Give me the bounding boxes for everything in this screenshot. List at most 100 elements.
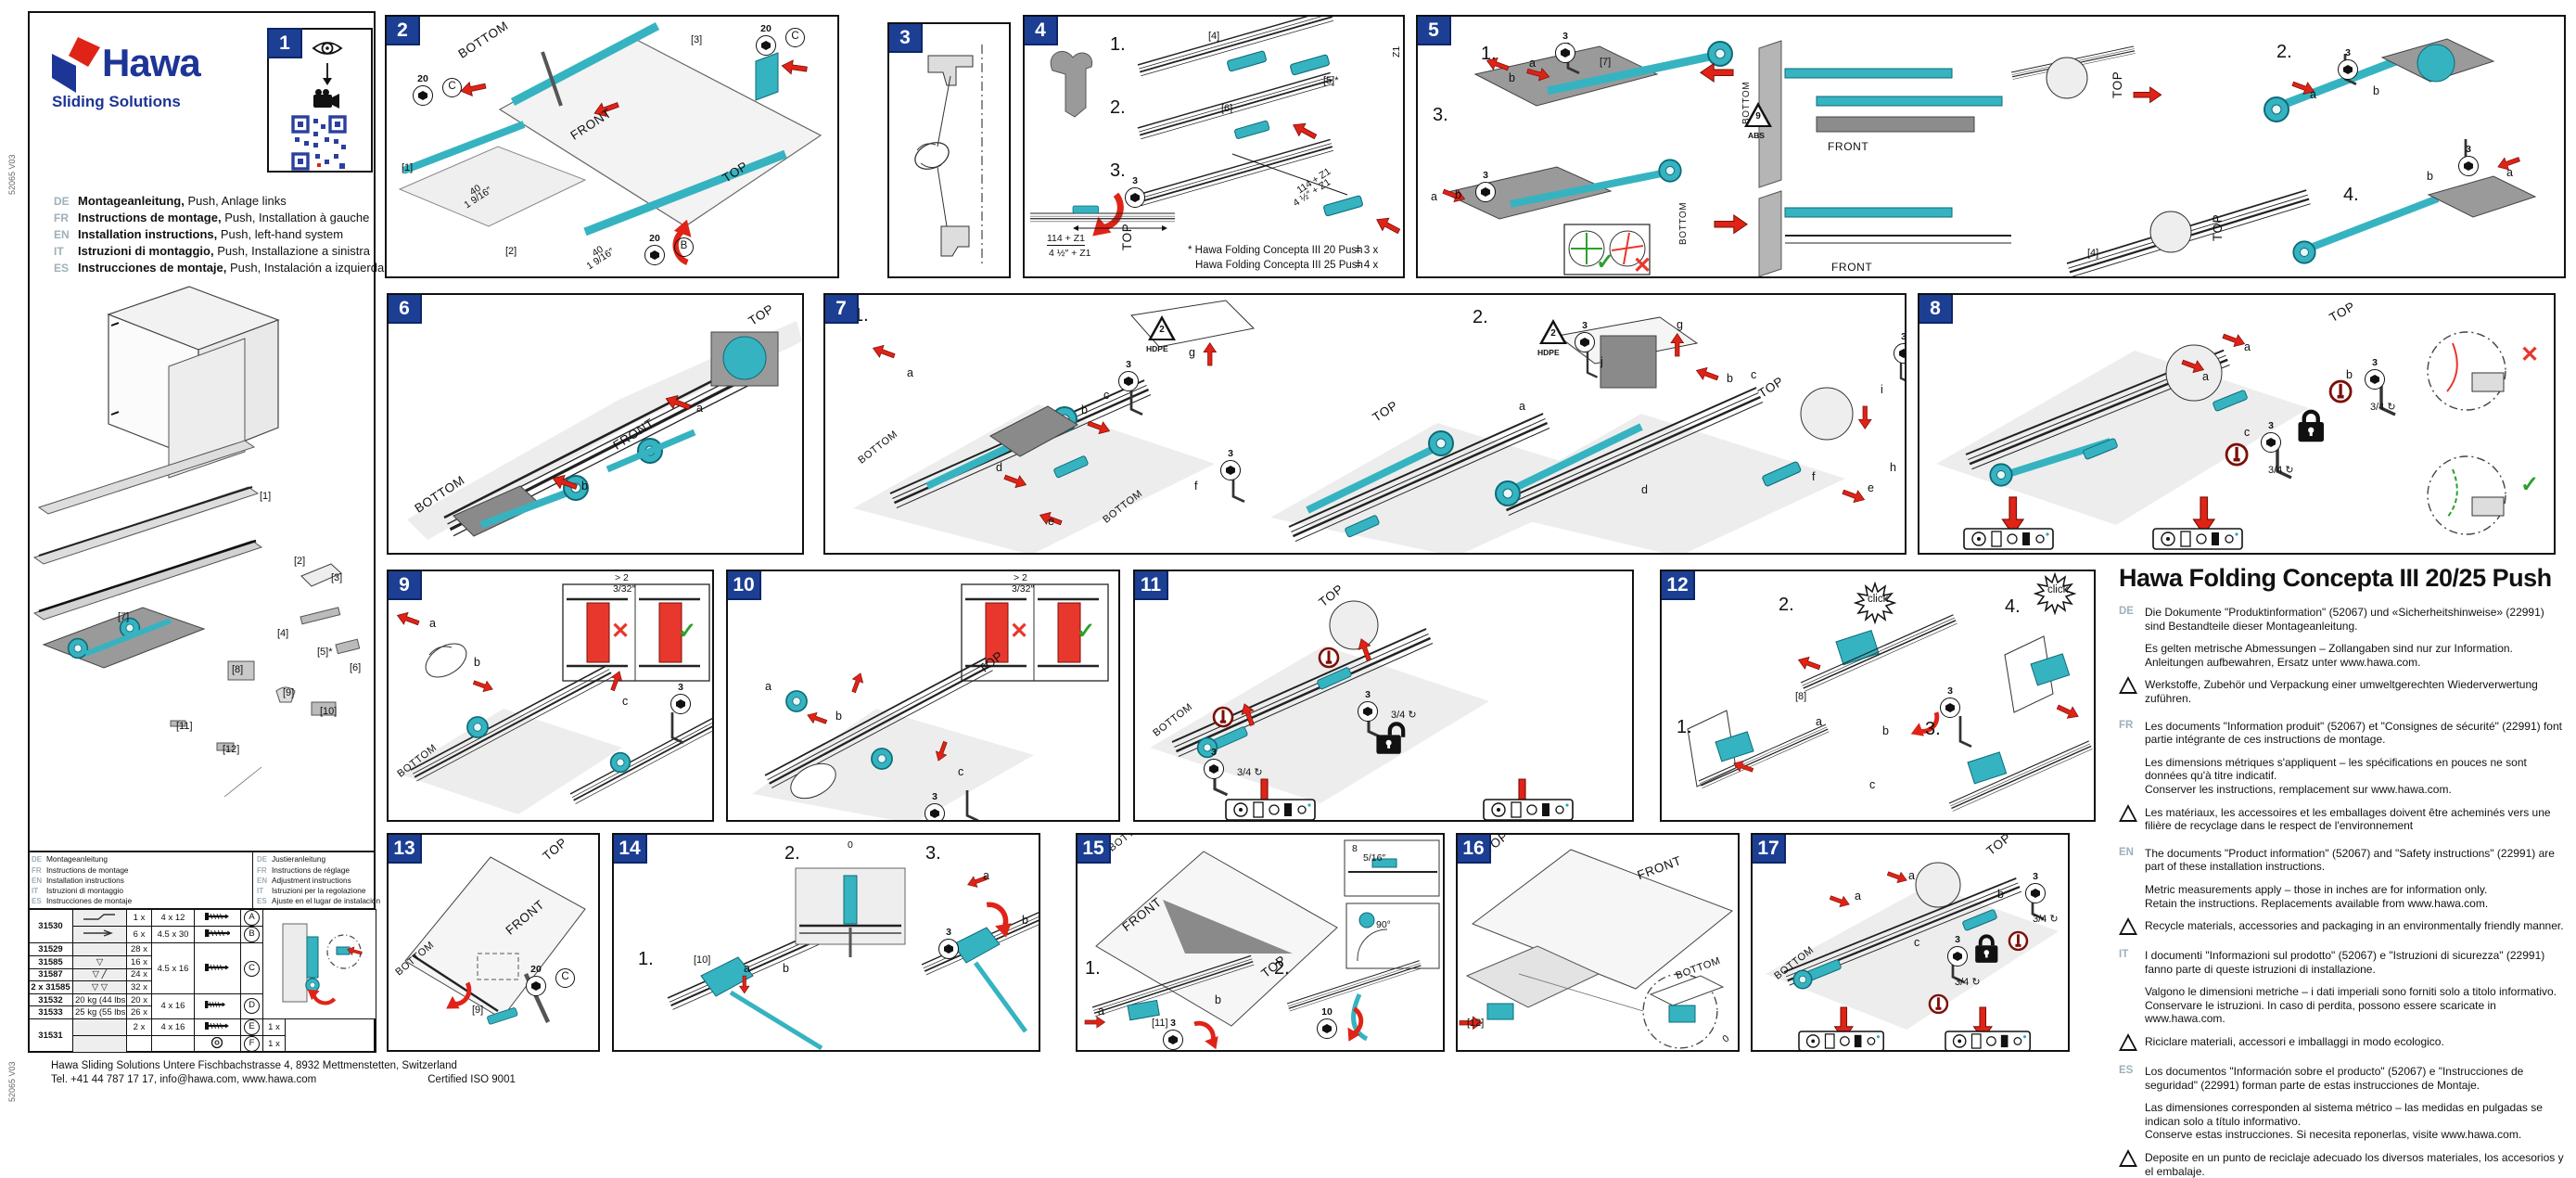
- sequence-letter: b: [2373, 84, 2379, 97]
- annotation-label: ✕: [611, 619, 631, 644]
- recycle-note: Werkstoffe, Zubehör und Verpackung einer…: [2145, 678, 2538, 705]
- info-paragraph: Les documents "Information produit" (520…: [2145, 719, 2562, 747]
- recycling-icon: [2119, 676, 2138, 695]
- recycling-icon: [2119, 803, 2138, 822]
- annotation-label: ✕: [2520, 342, 2540, 367]
- doc-title: Instructions de montage,: [78, 211, 222, 224]
- quantity: 1 x: [262, 1018, 286, 1036]
- annotation-label: 3/32″: [1012, 583, 1035, 595]
- down-arrow-icon: [323, 63, 332, 85]
- quantity: 20 x: [126, 992, 152, 1007]
- annotation-label: > 2: [1014, 572, 1027, 583]
- part-number: 31532: [28, 992, 73, 1007]
- panel-14-illustration: [666, 867, 1039, 1050]
- part-tag-7: [7]: [118, 611, 130, 622]
- sequence-letter: a: [1431, 190, 1437, 203]
- sequence-letter: e: [1868, 481, 1874, 494]
- step-number: 3.: [1110, 160, 1126, 181]
- sequence-letter: f: [1194, 480, 1198, 493]
- info-section-en: EN The documents "Product information" (…: [2119, 847, 2568, 936]
- table-row: 31532 20 kg (44 lbs.) 20 x 4 x 16 D: [28, 992, 376, 1020]
- hex-key-3-icon: 3: [937, 928, 961, 963]
- sequence-letter: g: [1189, 346, 1195, 359]
- annotation-label: click: [2047, 584, 2069, 595]
- info-paragraph: Les dimensions métriques s'appliquent – …: [2145, 755, 2527, 783]
- step-number: 3.: [925, 843, 941, 864]
- panel-8-number: 8: [1919, 295, 1953, 324]
- doc-code-vertical: 52065 V03: [7, 1061, 17, 1102]
- annotation-label: 3/4 ↻: [2268, 465, 2294, 476]
- annotation-label: 3/4 ↻: [2370, 402, 2396, 413]
- sequence-letter: c: [622, 695, 629, 708]
- sequence-letter: b: [581, 480, 588, 493]
- part-tag-6: [6]: [350, 662, 362, 673]
- panel-3-number: 3: [889, 24, 923, 53]
- profile-picto: [72, 926, 127, 944]
- screw-ref: B: [240, 926, 263, 944]
- table-row: 2 x 31585 ▽ ▽ 32 x: [28, 980, 376, 994]
- info-paragraph: I documenti "Informazioni sul prodotto" …: [2145, 949, 2545, 976]
- torx-20-icon: 20: [643, 234, 667, 269]
- hex-key-3-icon: 3: [2336, 48, 2360, 83]
- step-number: 2.: [2276, 42, 2292, 62]
- lang-code: IT: [54, 245, 64, 258]
- quantity: 1 x: [262, 1035, 286, 1053]
- brand-name: Hawa: [102, 41, 201, 84]
- part-number: 31531: [28, 1018, 73, 1053]
- sequence-letter: d: [996, 461, 1002, 474]
- ref-circle: C: [244, 960, 260, 977]
- sequence-letter: h: [1890, 461, 1896, 474]
- direction-label: TOP: [2111, 70, 2124, 98]
- screw-icon: [194, 1018, 241, 1036]
- profile-picto: [72, 942, 127, 957]
- hex-key-3-icon: 3: [1123, 176, 1147, 211]
- lang-code: ES: [54, 262, 70, 275]
- annotation-label: 3/32″: [613, 583, 636, 595]
- lang-code: IT: [2119, 949, 2129, 961]
- part-number: 31530: [28, 909, 73, 944]
- doc-title: Istruzioni di montaggio,: [78, 244, 214, 258]
- annotation-label: 3/4 ↻: [1955, 977, 1981, 988]
- washer-icon: [194, 1035, 241, 1053]
- info-paragraph: Anleitungen aufbewahren, Ersatz unter ww…: [2145, 655, 2421, 669]
- header-label: Installation instructions: [46, 875, 124, 885]
- panel-13-illustration: [404, 856, 586, 1026]
- hex-key-3-icon: 3: [1553, 32, 1577, 67]
- doc-subtitle: Push, Instalación a izquierda: [226, 261, 385, 275]
- sequence-letter: a: [765, 680, 772, 693]
- info-section-fr: FR Les documents "Information produit" (…: [2119, 720, 2568, 833]
- recycling-2-icon: 2: [1539, 319, 1567, 345]
- part-tag-9: [9]: [283, 687, 295, 698]
- panel-5-illustration: [1441, 38, 2537, 276]
- screw-size: 4 x 12: [151, 909, 195, 928]
- torx-20-icon: 20: [754, 24, 778, 59]
- product-info-block: Hawa Folding Concepta III 20/25 Push DE …: [2119, 564, 2568, 1178]
- sequence-letter: a: [907, 366, 913, 379]
- step-number: 2.: [784, 843, 800, 864]
- hex-key-3-icon: 3: [1573, 321, 1597, 356]
- header-label: Istruzioni di montaggio: [46, 886, 124, 896]
- screw-icon: [194, 942, 241, 994]
- info-paragraph: Die Dokumente "Produktinformation" (5206…: [2145, 606, 2544, 633]
- info-paragraph: Conservare le istruzioni. In caso di per…: [2145, 998, 2496, 1026]
- panel-8-illustration: [1936, 329, 2506, 550]
- lang-code: FR: [32, 865, 42, 875]
- lang-code: FR: [2119, 719, 2134, 731]
- sequence-letter: c: [1914, 936, 1920, 949]
- recycle-note: Recycle materials, accessories and packa…: [2145, 919, 2564, 933]
- panel-12-illustration: [1687, 573, 2094, 813]
- doc-subtitle: Push, Installation à gauche: [221, 211, 370, 224]
- ref-circle: A: [244, 910, 260, 926]
- recycle-note: Les matériaux, les accessoires et les em…: [2145, 805, 2551, 833]
- panel-2-illustration: [398, 22, 823, 278]
- panel-16-number: 16: [1458, 835, 1491, 864]
- sequence-letter: i: [1881, 383, 1883, 396]
- annotation-label: Hawa Folding Concepta III 25 Push: [1195, 260, 1363, 271]
